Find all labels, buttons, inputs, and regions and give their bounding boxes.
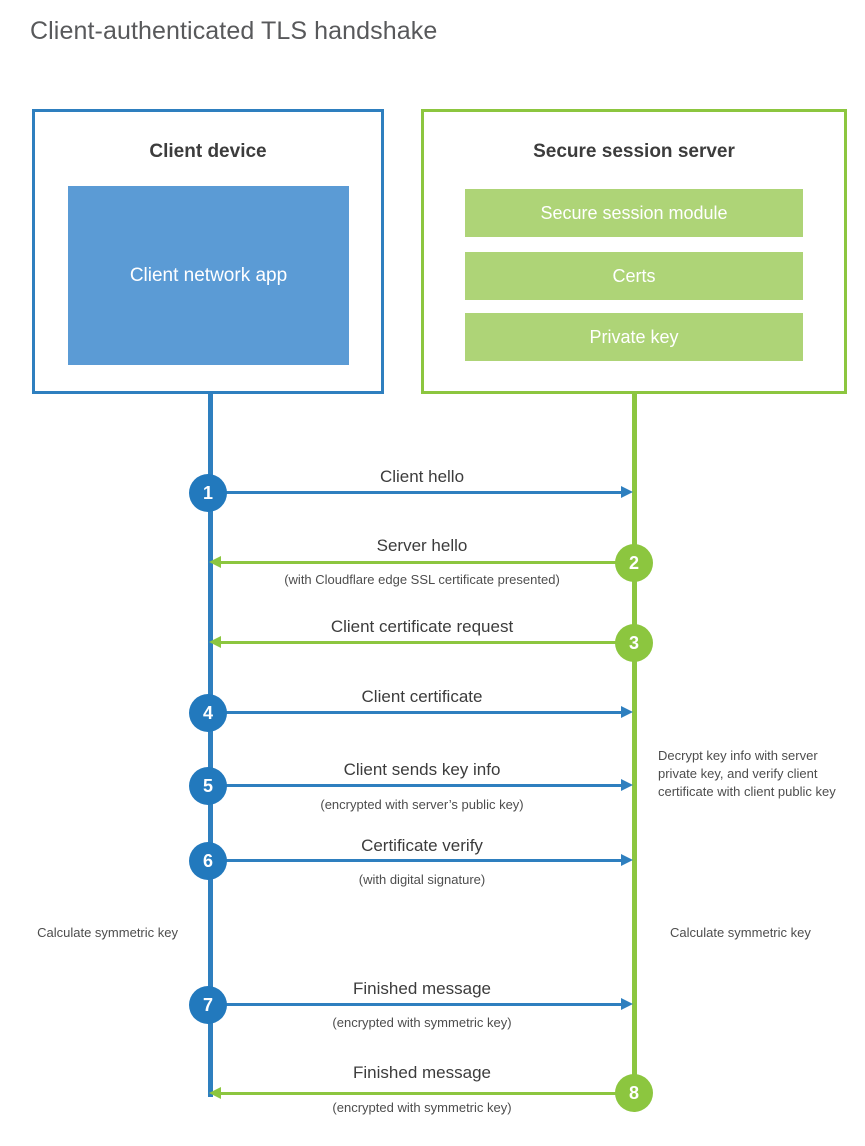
- arrowhead-left-icon: [209, 636, 221, 648]
- step-2-label: Server hello: [376, 536, 468, 555]
- step-8-marker[interactable]: 8: [615, 1074, 653, 1112]
- step-6-arrow: [210, 854, 633, 866]
- step-7-sublabel: (encrypted with symmetric key): [332, 1015, 512, 1030]
- step-3-arrow: [209, 636, 632, 648]
- server-lifeline: [632, 394, 637, 1093]
- step-5-marker[interactable]: 5: [189, 767, 227, 805]
- arrowhead-left-icon: [209, 1087, 221, 1099]
- step-1-arrow: [210, 486, 633, 498]
- step-5-label: Client sends key info: [343, 760, 501, 779]
- step-2-arrow: [209, 556, 632, 568]
- note-client-calculate-symmetric-key: Calculate symmetric key: [37, 925, 178, 940]
- step-4-arrow: [210, 706, 633, 718]
- step-6-label: Certificate verify: [361, 836, 483, 855]
- arrowhead-left-icon: [209, 556, 221, 568]
- secure-session-server-box: Secure session server Secure session mod…: [421, 109, 847, 394]
- client-device-heading: Client device: [149, 141, 267, 162]
- step-5-sublabel: (encrypted with server’s public key): [320, 797, 524, 812]
- step-3-marker[interactable]: 3: [615, 624, 653, 662]
- step-8-label: Finished message: [353, 1063, 491, 1082]
- step-4-label: Client certificate: [361, 687, 483, 706]
- client-network-app-block: Client network app: [68, 186, 349, 365]
- step-8-arrow: [209, 1087, 632, 1099]
- step-6-sublabel: (with digital signature): [358, 872, 486, 887]
- client-lifeline: [208, 394, 213, 1097]
- step-6-marker[interactable]: 6: [189, 842, 227, 880]
- arrowhead-right-icon: [621, 854, 633, 866]
- step-5-arrow: [210, 779, 633, 791]
- client-device-box: Client device Client network app: [32, 109, 384, 394]
- step-1-label: Client hello: [379, 467, 465, 486]
- step-7-arrow: [210, 998, 633, 1010]
- step-3-label: Client certificate request: [330, 617, 514, 636]
- step-1-marker[interactable]: 1: [189, 474, 227, 512]
- step-2-sublabel: (with Cloudflare edge SSL certificate pr…: [284, 572, 560, 587]
- step-7-marker[interactable]: 7: [189, 986, 227, 1024]
- arrowhead-right-icon: [621, 486, 633, 498]
- note-server-decrypt: Decrypt key info with server private key…: [658, 748, 836, 799]
- step-2-marker[interactable]: 2: [615, 544, 653, 582]
- page-title: Client-authenticated TLS handshake: [30, 17, 438, 45]
- arrowhead-right-icon: [621, 706, 633, 718]
- secure-session-server-heading: Secure session server: [533, 141, 735, 162]
- step-8-sublabel: (encrypted with symmetric key): [332, 1100, 512, 1115]
- arrowhead-right-icon: [621, 998, 633, 1010]
- server-component-private-key: Private key: [465, 313, 803, 361]
- server-component-secure-session-module: Secure session module: [465, 189, 803, 237]
- step-4-marker[interactable]: 4: [189, 694, 227, 732]
- step-7-label: Finished message: [353, 979, 491, 998]
- server-component-certs: Certs: [465, 252, 803, 300]
- arrowhead-right-icon: [621, 779, 633, 791]
- note-server-calculate-symmetric-key: Calculate symmetric key: [670, 925, 811, 940]
